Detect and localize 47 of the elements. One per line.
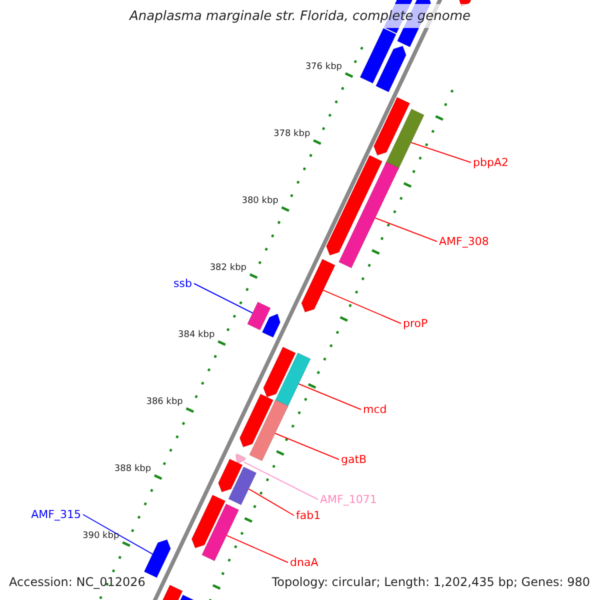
scale-label: 384 kbp [178, 331, 215, 340]
gene-label: dnaA [290, 557, 318, 568]
gene-bar [228, 466, 257, 506]
gene-label: AMF_308 [439, 236, 489, 247]
leader-line [82, 514, 153, 555]
scale-label: 388 kbp [114, 465, 152, 474]
gene-label: AMF_315 [31, 509, 81, 520]
gene-arrow-shape [239, 394, 274, 448]
gene-bar [202, 504, 240, 562]
gene-arrow-shape [262, 314, 281, 338]
gene-label: pbpA2 [473, 157, 508, 168]
gene-arrow-shape [235, 453, 246, 464]
gene-label: proP [403, 318, 428, 329]
leader-line [298, 383, 362, 410]
gene-bar [384, 108, 424, 170]
scale-label: 390 kbp [82, 532, 120, 541]
gene-label: ssb [174, 278, 192, 289]
leader-line [194, 283, 254, 314]
gene-bar [338, 162, 400, 268]
scale-label: 376 kbp [305, 63, 342, 72]
leader-line [410, 142, 472, 163]
gene-arrow-shape [144, 539, 171, 578]
scale-label: 378 kbp [274, 130, 310, 140]
genome-summary: Topology: circular; Length: 1,202,435 bp; Genes: 980 [272, 576, 590, 588]
leader-line [322, 290, 402, 324]
accession-note: Accession: NC_012026 [9, 576, 146, 588]
scale-label: 382 kbp [210, 264, 246, 274]
gene-arrow-shape [218, 458, 243, 492]
gene-bar [249, 400, 289, 462]
gene-arrow-shape [191, 494, 226, 548]
scale-label: 386 kbp [146, 398, 183, 408]
leader-line [243, 462, 318, 500]
gene-arrow-shape [301, 258, 336, 312]
gene-arrow-shape [373, 96, 410, 156]
gene-label: mcd [363, 404, 387, 415]
gene-bar [360, 28, 396, 84]
leader-line [274, 432, 340, 460]
gene-arrow-shape [263, 346, 296, 398]
gene-label: fab1 [296, 510, 321, 521]
gene-label: gatB [341, 454, 367, 465]
leader-line [226, 534, 288, 563]
gene-arrow-shape [376, 46, 406, 92]
scale-label: 380 kbp [242, 197, 278, 206]
gene-label: AMF_1071 [320, 494, 377, 505]
leader-line [248, 488, 294, 516]
gene-bar [247, 302, 271, 330]
gene-arrow-shape [326, 154, 383, 256]
